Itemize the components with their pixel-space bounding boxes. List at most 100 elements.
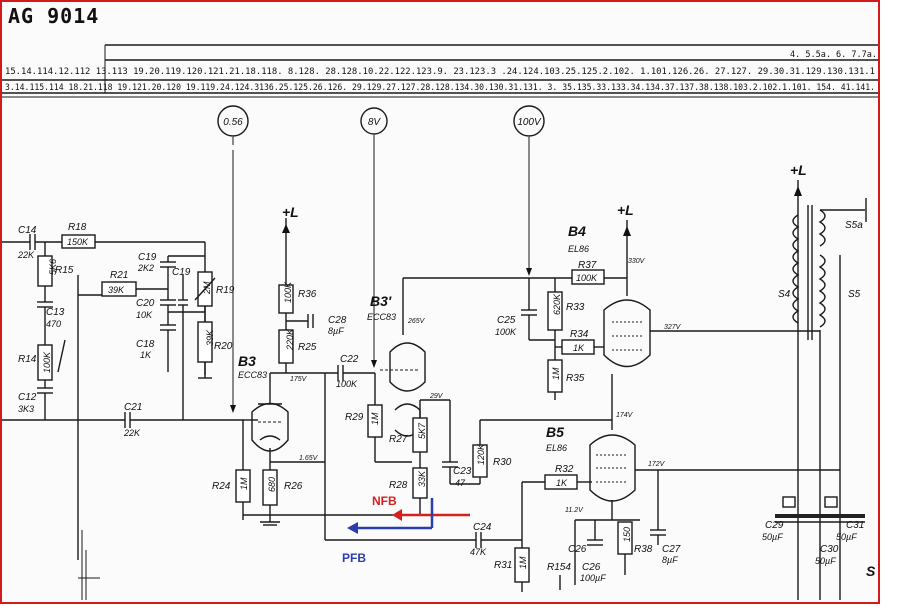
output-section [775, 180, 867, 600]
label-r33: R33 [566, 302, 585, 313]
label-r154: R154 [547, 562, 571, 573]
label-r20: R20 [214, 341, 233, 352]
value-r27: 5K7 [417, 422, 427, 439]
voltage-b3b-anode: 265V [407, 318, 426, 325]
label-c13: C13 [46, 307, 65, 318]
label-r29: R29 [345, 412, 364, 423]
edge-label: S [866, 563, 876, 579]
label-c20: C20 [136, 298, 155, 309]
value-c19: 2K2 [137, 263, 154, 273]
value-c28: 8µF [328, 326, 344, 336]
supply-label-b3: +L [282, 204, 299, 220]
value-c18: 1K [140, 350, 152, 360]
pfb-label: PFB [342, 551, 366, 565]
label-c24: C24 [473, 522, 492, 533]
value-c23: 47 [455, 478, 466, 488]
label-r34: R34 [570, 329, 589, 340]
probe-2-label: 8V [368, 117, 382, 128]
value-c29: 50µF [762, 532, 783, 542]
value-r14: 100K [42, 351, 52, 373]
value-r31: 1M [518, 556, 528, 569]
feedback-annotations: NFB PFB [324, 462, 530, 592]
voltage-mid: 174V [616, 412, 634, 419]
schematic-frame [0, 0, 880, 604]
label-c19: C19 [138, 252, 157, 263]
voltage-b4-anode: 330V [628, 258, 646, 265]
label-r30: R30 [493, 457, 512, 468]
label-r37: R37 [578, 260, 597, 271]
value-r35: 1M [551, 367, 561, 380]
probe-2: 8V [360, 107, 388, 368]
scale-row-middle: 15.14.114.12.112 13.113 19.20.119.120.12… [5, 67, 875, 77]
tube-b3-type: ECC83 [238, 370, 267, 380]
label-r35: R35 [566, 373, 585, 384]
tube-b3b-name: B3' [370, 293, 392, 309]
label-c25: C25 [497, 315, 516, 326]
stage-b4 [521, 220, 820, 430]
probe-1-label: 0.56 [223, 117, 243, 128]
value-c26: 100µF [580, 573, 606, 583]
value-c21: 22K [123, 428, 141, 438]
voltage-b5-screen: 172V [648, 461, 666, 468]
label-c21: C21 [124, 402, 142, 413]
value-c31: 50µF [836, 532, 857, 542]
label-r38: R38 [634, 544, 653, 555]
probe-3-label: 100V [517, 117, 542, 128]
supply-label-b4: +L [617, 202, 634, 218]
value-c30: 50µF [815, 556, 836, 566]
value-r32: 1K [556, 478, 568, 488]
label-c28: C28 [328, 315, 347, 326]
scale-row-bottom: 3.14.115.114 18.21.118 19.121.20.120 19.… [5, 83, 875, 93]
input-network [2, 234, 245, 600]
value-r25: 220K [285, 328, 295, 351]
label-r36: R36 [298, 289, 317, 300]
tube-b5-type: EL86 [546, 443, 567, 453]
probe-3: 100V [513, 105, 545, 276]
value-r33: 620K [552, 293, 562, 315]
tube-b3b-type: ECC83 [367, 312, 396, 322]
value-c20: 10K [136, 310, 153, 320]
label-c30: C30 [820, 544, 839, 555]
label-c27: C27 [662, 544, 681, 555]
label-s4: S4 [778, 289, 791, 300]
value-r30: 120K [476, 443, 486, 465]
value-c13: 470 [46, 319, 61, 329]
value-r21: 39K [108, 285, 125, 295]
label-s5a: S5a [845, 220, 863, 231]
value-r19: 2M [202, 281, 212, 295]
label-r31: R31 [494, 560, 512, 571]
value-r26: 680 [267, 477, 277, 492]
voltage-b4-screen: 327V [664, 324, 682, 331]
labels: +L +L +L B3 ECC83 B3' ECC83 B4 EL86 B5 E… [17, 162, 876, 583]
label-r19: R19 [216, 285, 235, 296]
label-c29: C29 [765, 520, 784, 531]
label-c18: C18 [136, 339, 155, 350]
value-r29: 1M [370, 412, 380, 425]
tube-b4-type: EL86 [568, 244, 589, 254]
value-c12: 3K3 [18, 404, 34, 414]
tube-b5-name: B5 [546, 424, 564, 440]
label-r26: R26 [284, 481, 303, 492]
scale-row-top: 4. 5.5a. 6. 7.7a. [790, 50, 877, 60]
scale-strip: 4. 5.5a. 6. 7.7a. 15.14.114.12.112 13.11… [2, 44, 878, 98]
value-r36: 100K [283, 281, 293, 303]
label-r15: R15 [55, 265, 74, 276]
label-r32: R32 [555, 464, 574, 475]
value-r18: 150K [67, 237, 89, 247]
label-c31: C31 [846, 520, 864, 531]
label-r28: R28 [389, 480, 408, 491]
supply-label-out: +L [790, 162, 807, 178]
value-c14: 22K [17, 250, 35, 260]
label-r18: R18 [68, 222, 87, 233]
value-c22: 100K [336, 379, 358, 389]
value-r38: 150 [622, 527, 632, 542]
label-r25: R25 [298, 342, 317, 353]
label-c26: C26 [582, 562, 601, 573]
voltage-b3b-cathode: 29V [429, 393, 444, 400]
probe-1: 0.56 [217, 105, 249, 413]
label-r24: R24 [212, 481, 231, 492]
page-title: AG 9014 [8, 4, 100, 28]
voltage-b5-cathode: 11.2V [565, 507, 584, 514]
label-r27: R27 [389, 434, 408, 445]
